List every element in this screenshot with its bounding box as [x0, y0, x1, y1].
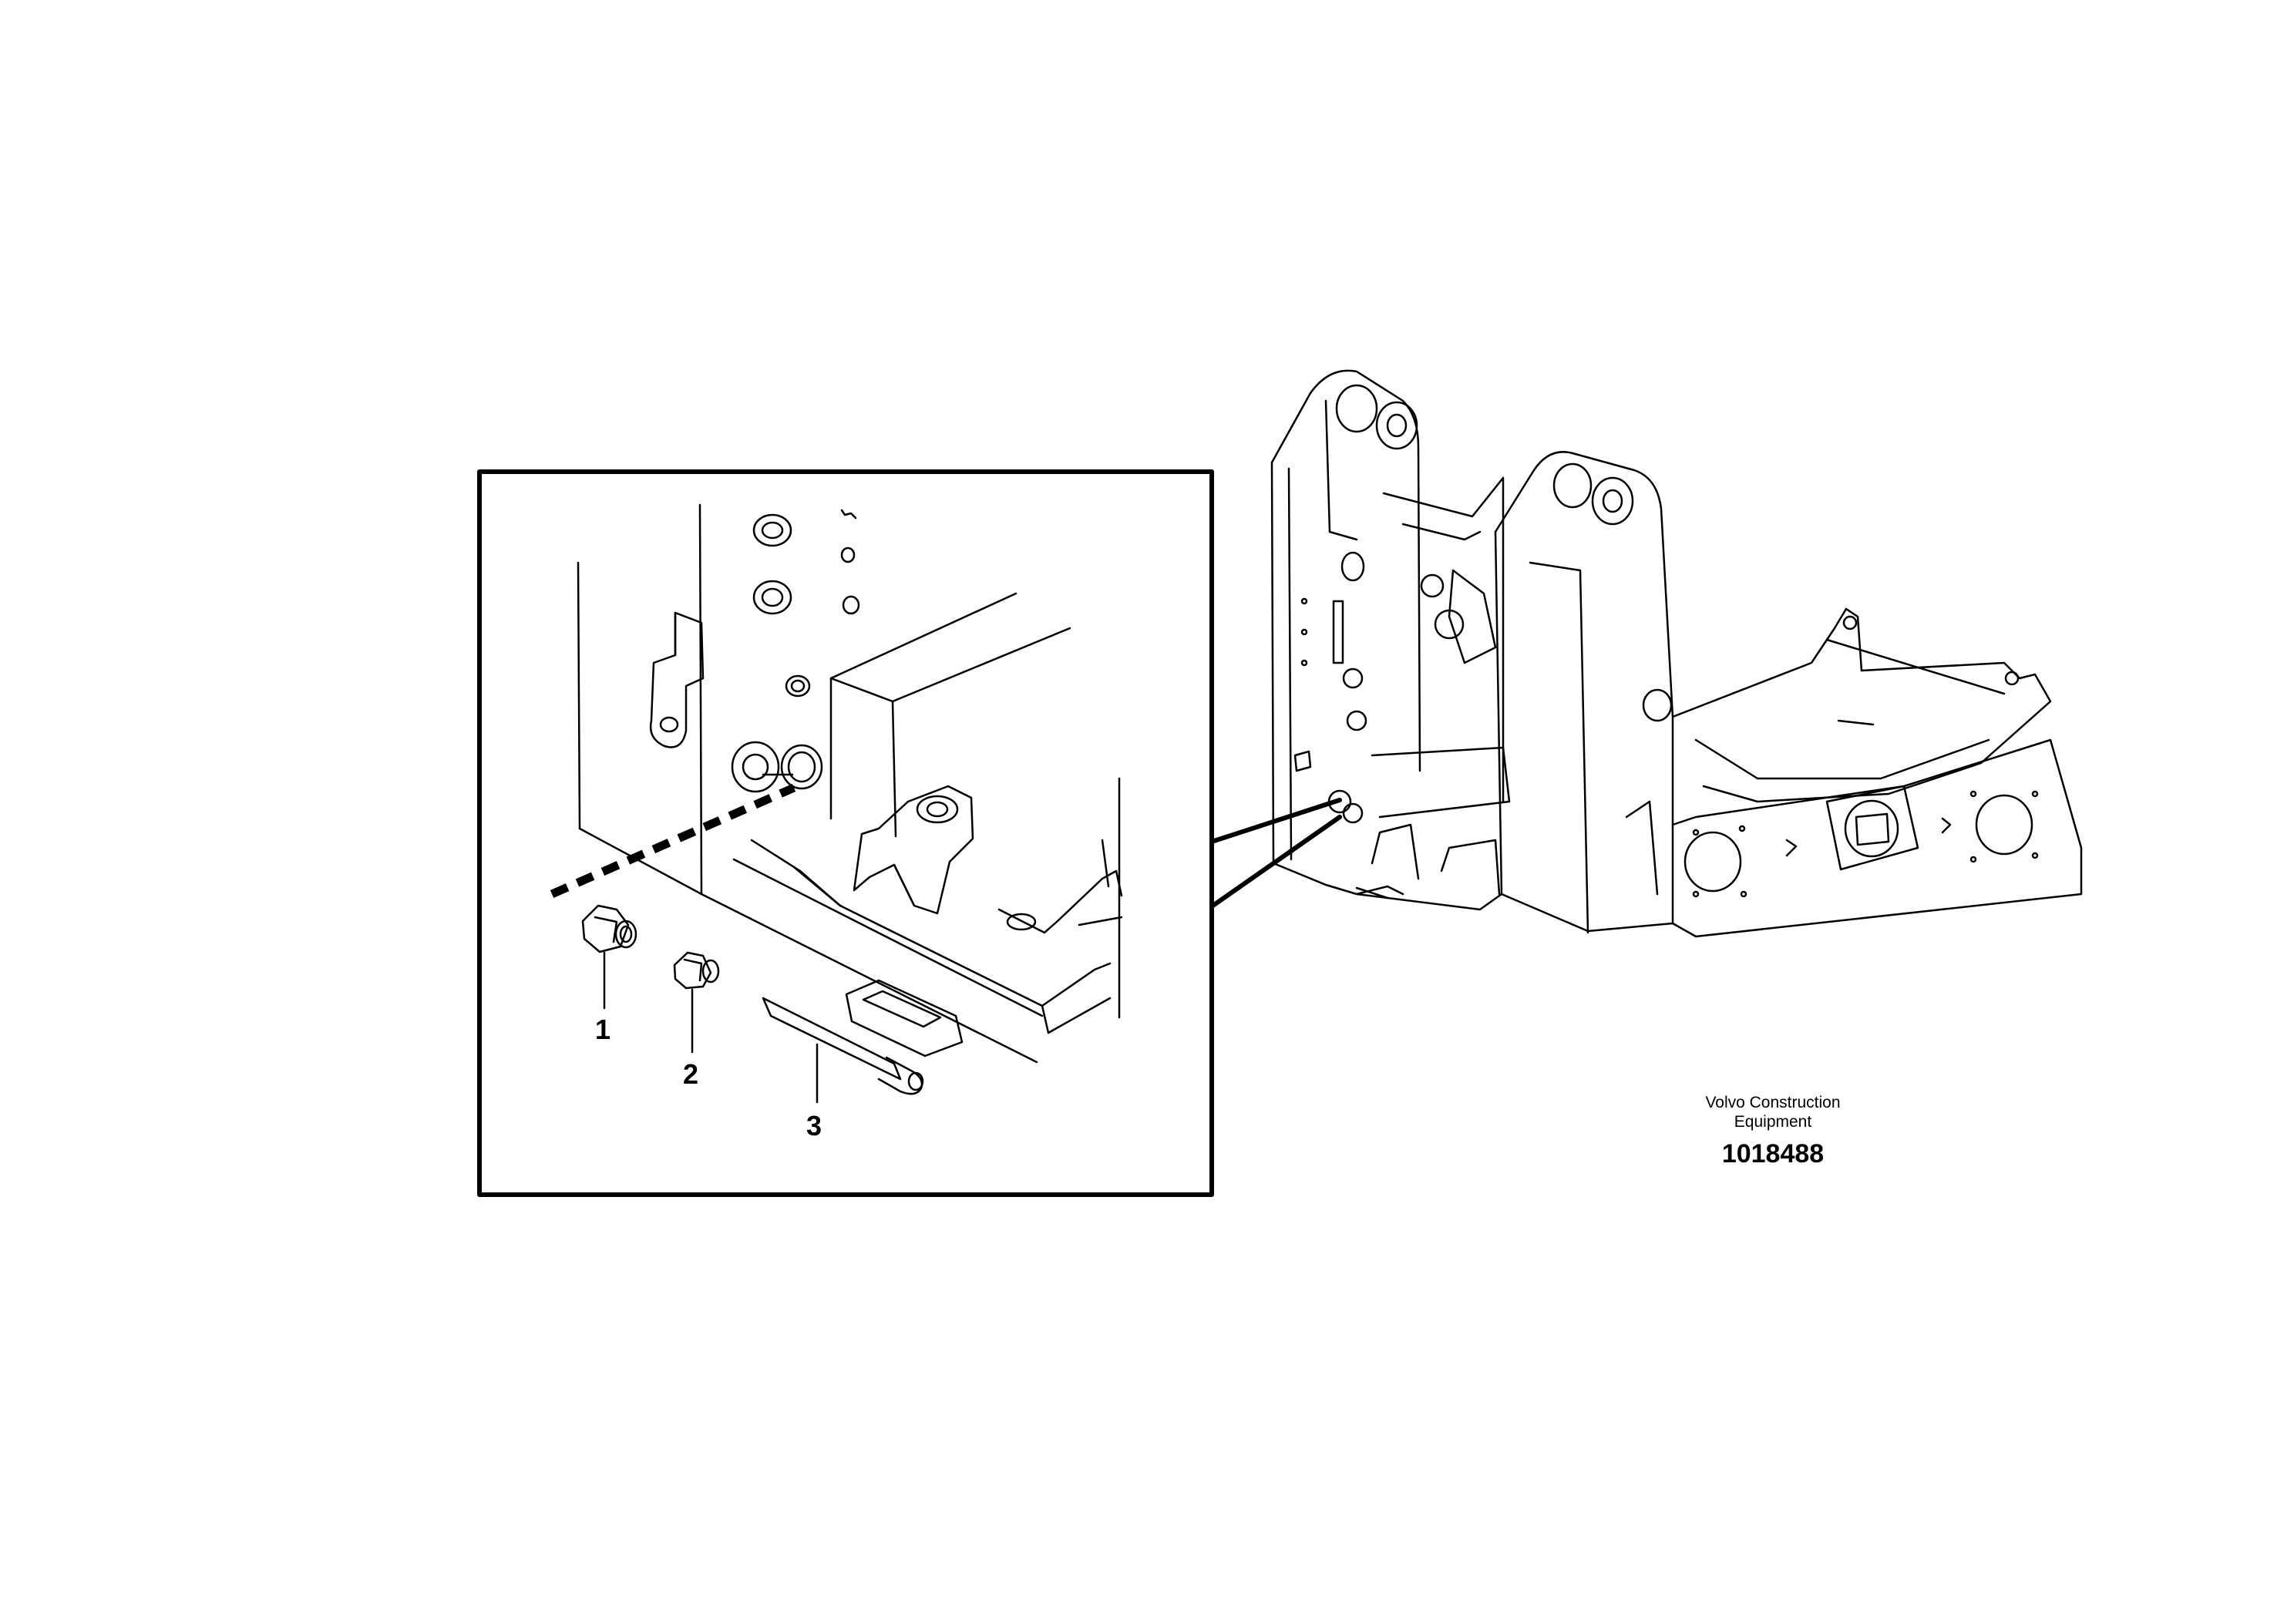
detail-view	[550, 503, 1123, 1104]
drawing-number: 1018488	[1721, 1139, 1825, 1168]
part-3-rod	[762, 997, 924, 1104]
right-linkage	[997, 777, 1123, 1019]
zoom-leader-lines	[1209, 798, 1342, 909]
publisher-line-2: Equipment	[1734, 1113, 1812, 1131]
callout-3: 3	[806, 1110, 822, 1142]
wall-panel	[577, 503, 703, 896]
pedestal-mount	[853, 785, 974, 915]
callout-1: 1	[595, 1014, 611, 1045]
plate-bosses	[731, 509, 860, 793]
publisher-caption: Volvo Construction Equipment	[1650, 1093, 1896, 1131]
part-1-nut	[581, 904, 637, 1010]
part-2-adapter	[673, 951, 720, 1054]
machine-frame	[1270, 369, 2083, 938]
lower-rail	[700, 839, 1112, 1064]
floor-tub	[1671, 607, 2052, 803]
right-upright	[1494, 451, 1674, 934]
inner-wall	[1371, 476, 1511, 819]
left-upright	[1270, 369, 1421, 886]
publisher-line-1: Volvo Construction	[1705, 1094, 1841, 1111]
callout-2: 2	[683, 1058, 699, 1090]
detail-frame	[477, 469, 1214, 1197]
assembly-path	[550, 783, 796, 899]
bracket	[649, 611, 705, 748]
pedal-plate	[845, 979, 964, 1057]
base-footwell	[1324, 789, 1659, 911]
front-panel	[1671, 738, 2083, 938]
